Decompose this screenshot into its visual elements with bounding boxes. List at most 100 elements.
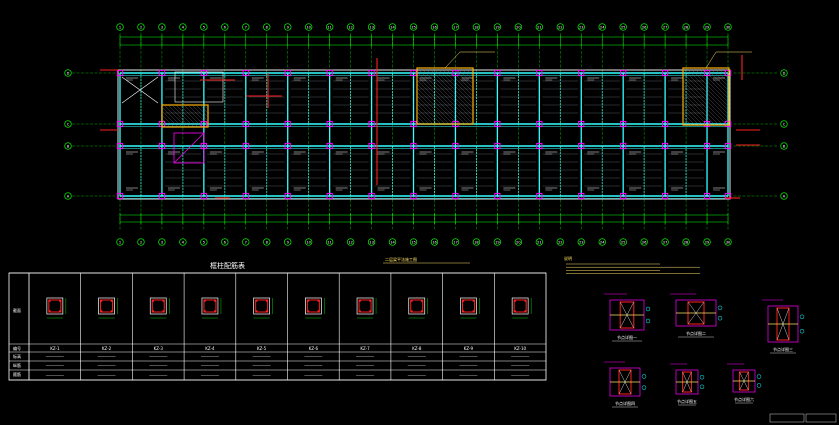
axis-bubble-label: 13 <box>369 240 374 244</box>
hatch-line <box>416 115 426 125</box>
rebar-dot <box>410 310 413 312</box>
detail-cross <box>618 369 632 395</box>
axis-bubble-label: 24 <box>600 240 605 244</box>
hatch-line <box>709 67 730 88</box>
rebar-dot <box>204 300 206 302</box>
axis-bubble-label: 18 <box>474 25 479 29</box>
column <box>200 69 207 77</box>
axis-bubble-label: 14 <box>390 240 395 244</box>
hatch-line <box>416 79 462 125</box>
column-section-outline <box>511 297 529 315</box>
rebar-dot <box>214 310 216 312</box>
column <box>724 69 732 77</box>
column-section-outline <box>149 297 167 315</box>
column <box>368 69 375 77</box>
axis-bubble-label: 4 <box>182 25 185 29</box>
axis-bubble <box>367 238 376 246</box>
table-row-label: 标高 <box>13 353 21 359</box>
axis-bubble <box>780 192 788 200</box>
rebar-dot <box>162 310 165 312</box>
detail-drawing: 节点详图四 <box>604 361 647 408</box>
axis-bubble <box>221 23 229 31</box>
leader-line <box>444 51 461 69</box>
rebar-dot <box>265 310 268 312</box>
detail-marker <box>717 305 723 311</box>
axis-bubble-label: 22 <box>558 240 563 244</box>
column <box>703 192 711 200</box>
rebar-dot <box>369 300 371 302</box>
axis-bubble <box>724 23 732 31</box>
detail-marker <box>756 383 762 388</box>
column <box>578 120 585 128</box>
axis-bubble <box>221 238 229 246</box>
column-section-stirrup <box>203 299 217 313</box>
column <box>662 69 669 77</box>
hatch-line <box>468 67 474 73</box>
axis-bubble <box>263 238 271 246</box>
column-section-stirrup <box>358 299 372 313</box>
detail-marker <box>799 328 805 334</box>
rebar-dot <box>462 310 465 312</box>
detail-cross <box>682 371 692 393</box>
stair-diagonal <box>121 76 159 104</box>
column <box>494 69 501 77</box>
column-id: KZ-2 <box>102 346 112 351</box>
axis-bubble-label: B <box>67 144 70 148</box>
hatch-line <box>682 80 728 126</box>
axis-bubble <box>535 238 543 246</box>
detail-cross <box>739 371 749 391</box>
detail-label: 节点详图六 <box>734 396 754 402</box>
column <box>578 142 585 150</box>
hatch-line <box>416 67 474 125</box>
axis-bubble <box>577 23 585 31</box>
rebar-dot <box>162 300 165 302</box>
axis-bubble <box>137 23 145 31</box>
hatch-line <box>444 67 474 97</box>
rebar-dot <box>100 300 103 302</box>
column-id: KZ-3 <box>154 346 164 351</box>
hatch-line <box>682 92 716 126</box>
hatch-line <box>416 111 430 125</box>
column <box>284 120 291 128</box>
hatch-line <box>175 104 199 128</box>
column-section-stirrup <box>410 299 424 313</box>
axis-bubble-label: 4 <box>182 240 185 244</box>
axis-bubble-label: 10 <box>306 240 311 244</box>
rebar-dot <box>317 300 320 302</box>
axis-bubble <box>409 23 418 31</box>
axis-bubble <box>326 238 334 246</box>
hatch-line <box>428 67 474 113</box>
leader-line <box>705 51 717 69</box>
axis-bubble <box>472 23 481 31</box>
rebar-dot <box>420 300 423 302</box>
hatch-line <box>171 104 195 128</box>
axis-bubble-label: 28 <box>684 25 689 29</box>
axis-bubble-label: 9 <box>287 240 290 244</box>
column-id: KZ-9 <box>464 346 474 351</box>
axis-bubble <box>598 23 606 31</box>
axis-bubble <box>682 23 690 31</box>
axis-bubble <box>388 23 397 31</box>
axis-bubble-label: 6 <box>224 240 227 244</box>
hatch-line <box>187 104 209 126</box>
rebar-dot <box>307 310 310 312</box>
axis-bubble-label: 25 <box>621 25 626 29</box>
magenta-detail-box <box>173 132 205 164</box>
hatch-line <box>416 99 442 125</box>
axis-bubble-label: 13 <box>369 25 374 29</box>
axis-bubble <box>64 120 72 128</box>
hatch-line <box>183 104 207 128</box>
column <box>368 142 375 150</box>
hatch-line <box>416 95 446 125</box>
hatch-line <box>163 104 187 128</box>
hatch-line <box>697 67 730 100</box>
axis-bubble <box>619 23 627 31</box>
axis-bubble-label: 1 <box>119 25 121 29</box>
axis-bubble <box>514 238 522 246</box>
axis-bubble <box>284 23 292 31</box>
column <box>326 120 333 128</box>
hatch-line <box>416 103 438 125</box>
column <box>116 192 124 200</box>
axis-bubble-label: 7 <box>245 25 247 29</box>
rebar-dot <box>110 310 113 312</box>
